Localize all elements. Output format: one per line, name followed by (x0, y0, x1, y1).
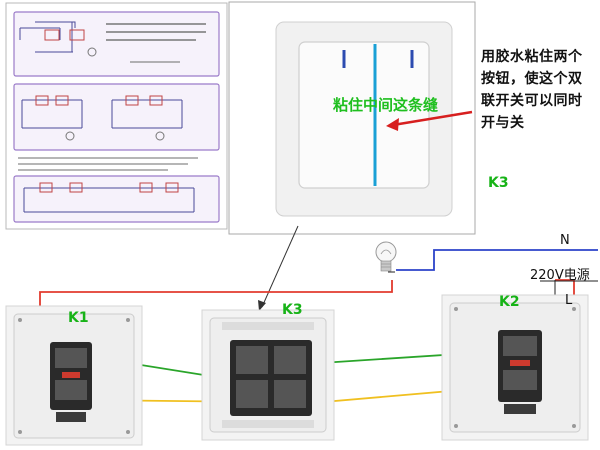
instruction-note: 用胶水粘住两个按钮，使这个双联开关可以同时开与关 (481, 49, 583, 131)
k1-label: K1 (68, 310, 89, 326)
neutral-label: N (560, 233, 570, 248)
k2-label: K2 (499, 294, 520, 310)
pointer-arrow (392, 110, 473, 127)
k2-switch (441, 294, 589, 441)
glue-seam-label: 粘住中间这条缝 (333, 96, 439, 114)
blue-wire (396, 249, 598, 271)
light-bulb-icon (375, 241, 397, 272)
k3-switch (201, 309, 335, 441)
k3-closeup (228, 1, 476, 235)
k1-switch (5, 305, 143, 446)
k3-label: K3 (282, 302, 303, 318)
callout-line (261, 225, 299, 308)
reference-sheet (5, 2, 228, 230)
live-label: L (565, 293, 573, 308)
power-label: 220V电源 (530, 268, 590, 283)
k3-closeup-label: K3 (488, 175, 509, 191)
